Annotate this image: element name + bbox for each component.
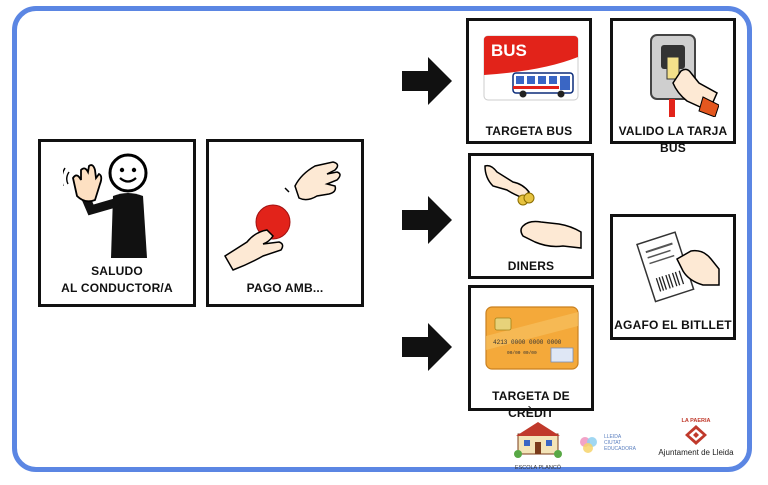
card-targeta-bus-label: TARGETA BUS [485,124,573,138]
card-valido[interactable]: VALIDO LA TARJA BUS [610,18,736,155]
paeria-bottom-text: Ajuntament de Lleida [658,448,734,457]
educadora-text: EDUCADORA [604,446,636,452]
escola-planco-logo: ESCOLA PLANCÓ [512,420,564,472]
escola-planco-text: ESCOLA PLANCÓ [514,465,562,471]
card-credit-label: TARGETA DE CRÈDIT [492,389,570,420]
ciutat-text: CIUTAT [604,440,622,446]
card-bitllet[interactable]: AGAFO EL BITLLET [610,214,736,340]
card-dates-text: 00/00 00/00 [507,350,537,356]
card-pago[interactable]: PAGO AMB... [206,139,364,307]
card-validator-icon [650,34,719,117]
card-credit[interactable]: 4213 0000 0000 0000 00/00 00/00 TARGETA … [468,285,594,420]
bus-sign-text: BUS [491,41,527,60]
bus-card-icon: BUS [483,35,579,101]
card-pago-label: PAGO AMB... [246,281,324,295]
card-diners[interactable]: DINERS [468,153,594,279]
card-targeta-bus[interactable]: BUS TARGETA BUS [466,18,592,144]
lleida-ciutat-educadora-logo: LLEIDA CIUTAT EDUCADORA [578,432,648,458]
waving-person-icon [63,153,148,258]
coins-hands-icon [484,164,582,249]
card-diners-label: DINERS [507,259,555,273]
ticket-hand-icon [636,231,720,303]
card-number-text: 4213 0000 0000 0000 [493,339,562,346]
card-valido-label: VALIDO LA TARJA BUS [618,124,728,155]
card-bitllet-label: AGAFO EL BITLLET [614,318,732,332]
paying-hands-icon [223,161,341,271]
arrow-right-icon [402,323,452,371]
card-saludo-label-line1: SALUDO [91,264,143,278]
paeria-top-text: LA PAERIA [681,418,711,424]
arrow-right-icon [402,196,452,244]
credit-card-icon: 4213 0000 0000 0000 00/00 00/00 [485,306,579,370]
lleida-text: LLEIDA [604,434,622,440]
arrow-right-icon [402,57,452,105]
card-saludo-label-line2: AL CONDUCTOR/A [61,281,173,295]
paeria-logo: LA PAERIA Ajuntament de Lleida [648,418,744,468]
card-saludo[interactable]: SALUDO AL CONDUCTOR/A [38,139,196,307]
